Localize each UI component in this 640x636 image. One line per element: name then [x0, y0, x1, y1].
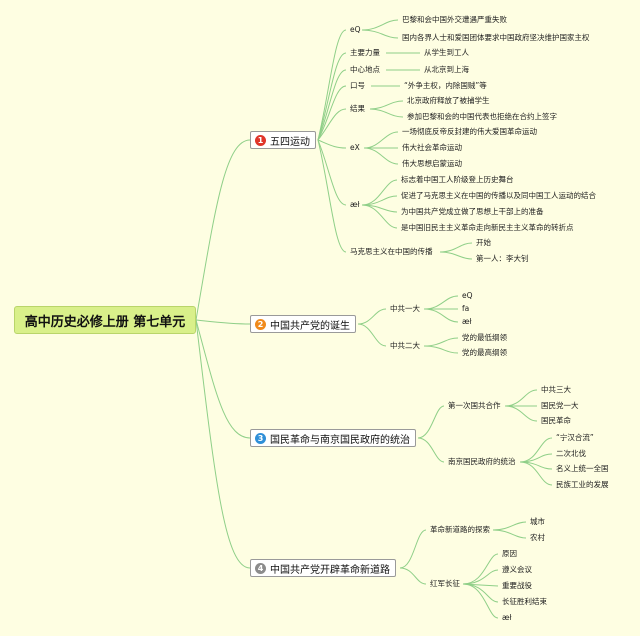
subtopic-main-force: 主要力量: [350, 48, 380, 57]
leaf-item: 促进了马克思主义在中国的传播以及同中国工人运动的结合: [401, 191, 596, 200]
leaf-item: “宁汉合流”: [556, 433, 594, 442]
subtopic-new-road-exploration: 革命新道路的探索: [430, 525, 490, 534]
leaf-item: 党的最高纲领: [462, 348, 507, 357]
number-badge: 2: [255, 318, 266, 330]
subtopic-result: 结果: [350, 104, 365, 113]
leaf-item: 二次北伐: [556, 449, 586, 458]
leaf-item: 巴黎和会中国外交遭遇严重失败: [402, 15, 507, 24]
leaf-item: 农村: [530, 533, 545, 542]
topic-label: 中国共产党的诞生: [270, 320, 350, 332]
leaf-item: 第一人：李大钊: [476, 254, 529, 263]
leaf-item: 长征胜利结束: [502, 597, 547, 606]
leaf-item: 从学生到工人: [424, 48, 469, 57]
subtopic-second-congress: 中共二大: [390, 341, 420, 350]
subtopic-ex: eX: [350, 143, 360, 152]
leaf-item: 中共三大: [541, 385, 571, 394]
subtopic-center: 中心地点: [350, 65, 380, 74]
topic-label: 国民革命与南京国民政府的统治: [270, 434, 410, 446]
root-node: 高中历史必修上册 第七单元: [14, 306, 196, 334]
leaf-item: “外争主权，内除国贼”等: [404, 81, 487, 90]
leaf-item: æł: [502, 613, 512, 622]
leaf-item: 一场彻底反帝反封建的伟大爱国革命运动: [402, 127, 537, 136]
leaf-item: 重要战役: [502, 581, 532, 590]
subtopic-first-cooperation: 第一次国共合作: [448, 401, 501, 410]
topic-label: 中国共产党开辟革命新道路: [270, 564, 390, 576]
subtopic-nanjing-rule: 南京国民政府的统治: [448, 457, 516, 466]
subtopic-long-march: 红军长征: [430, 579, 460, 588]
leaf-item: 城市: [530, 517, 545, 526]
subtopic-first-congress: 中共一大: [390, 304, 420, 313]
topic-party-founding[interactable]: 2 中国共产党的诞生: [250, 315, 356, 333]
subtopic-slogan: 口号: [350, 81, 365, 90]
leaf-item: 标志着中国工人阶级登上历史舞台: [401, 175, 514, 184]
leaf-item: 国民党一大: [541, 401, 579, 410]
subtopic-marxism-spread: 马克思主义在中国的传播: [350, 247, 433, 256]
leaf-item: 参加巴黎和会的中国代表也拒绝在合约上签字: [407, 112, 557, 121]
leaf-item: 伟大社会革命运动: [402, 143, 462, 152]
leaf-item: 是中国旧民主主义革命走向新民主主义革命的转折点: [401, 223, 574, 232]
leaf-item: eQ: [462, 291, 473, 300]
leaf-item: 开始: [476, 238, 491, 247]
leaf-item: 北京政府释放了被捕学生: [407, 96, 490, 105]
leaf-item: 遵义会议: [502, 565, 532, 574]
subtopic-eq: eQ: [350, 25, 361, 34]
topic-label: 五四运动: [270, 136, 310, 148]
topic-may-fourth[interactable]: 1 五四运动: [250, 131, 316, 149]
leaf-item: 为中国共产党成立做了思想上干部上的准备: [401, 207, 544, 216]
leaf-item: 国民革命: [541, 416, 571, 425]
leaf-item: 原因: [502, 549, 517, 558]
leaf-item: 党的最低纲领: [462, 333, 507, 342]
number-badge: 4: [255, 562, 266, 574]
topic-national-revolution[interactable]: 3 国民革命与南京国民政府的统治: [250, 429, 416, 447]
leaf-item: 国内各界人士和爱国团体要求中国政府坚决维护国家主权: [402, 33, 590, 42]
leaf-item: 民族工业的发展: [556, 480, 609, 489]
leaf-item: æł: [462, 317, 472, 326]
leaf-item: 伟大思想启蒙运动: [402, 159, 462, 168]
subtopic-ai: æł: [350, 200, 360, 209]
number-badge: 3: [255, 432, 266, 444]
number-badge: 1: [255, 134, 266, 146]
leaf-item: 名义上统一全国: [556, 464, 609, 473]
topic-new-revolutionary-road[interactable]: 4 中国共产党开辟革命新道路: [250, 559, 396, 577]
leaf-item: fa: [462, 304, 470, 313]
leaf-item: 从北京到上海: [424, 65, 469, 74]
